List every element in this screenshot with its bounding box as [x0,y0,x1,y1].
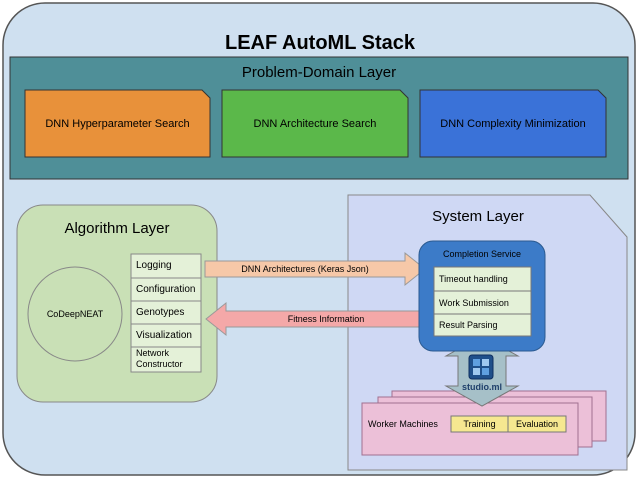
problem-domain-label: Problem-Domain Layer [241,63,397,81]
codeepneat-circle [27,266,123,362]
module-visualization: Visualization [136,330,192,341]
arrow-to-algorithm [205,301,427,337]
problem-item-3-box [419,89,607,158]
problem-item-2-box [221,89,409,158]
algorithm-layer-label: Algorithm Layer [64,219,170,237]
module-logging: Logging [136,260,172,271]
module-genotypes: Genotypes [136,307,185,318]
problem-item-1-box [24,89,211,158]
completion-item-timeout: Timeout handling [439,274,508,284]
problem-item-1-label: DNN Hyperparameter Search [45,117,190,130]
arrow-to-system-label: DNN Architectures (Keras Json) [241,264,369,274]
completion-items-box [433,266,532,337]
task-training: Training [463,419,496,429]
arrow-to-algorithm-label: Fitness Information [287,314,365,324]
problem-item-3-label: DNN Complexity Minimization [440,117,586,130]
evaluation-box [507,415,567,433]
system-layer-label: System Layer [432,207,524,225]
completion-item-parsing: Result Parsing [439,320,498,330]
algorithm-modules-box [130,253,202,373]
studio-ml-logo-text: studio.ml [462,382,502,392]
page-title: LEAF AutoML Stack [224,31,415,54]
module-configuration: Configuration [136,284,196,295]
worker-machines-label: Worker Machines [368,419,438,429]
module-network-constructor: Network Constructor [136,348,183,369]
completion-service-label: Completion Service [442,249,522,259]
arrow-to-system [204,251,426,287]
studio-ml-logo-icon [468,354,494,380]
problem-item-2-label: DNN Architecture Search [253,117,377,130]
task-evaluation: Evaluation [515,419,559,429]
completion-item-submission: Work Submission [439,298,509,308]
codeepneat-label: CoDeepNEAT [46,309,104,319]
